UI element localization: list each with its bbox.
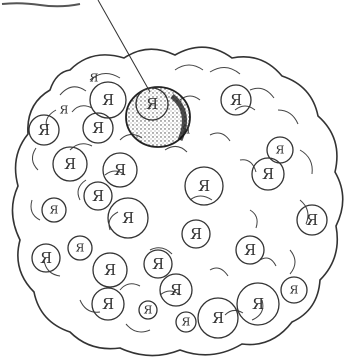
svg-text:Я: Я [90,72,99,85]
svg-text:Я: Я [114,161,126,179]
svg-text:Я: Я [50,204,59,217]
svg-text:Я: Я [182,316,191,329]
svg-text:Я: Я [122,209,134,227]
svg-text:Я: Я [60,104,69,117]
svg-text:Я: Я [92,187,104,205]
svg-text:Я: Я [252,295,264,313]
svg-text:Я: Я [76,242,85,255]
svg-text:Я: Я [262,165,274,183]
svg-text:Я: Я [290,284,299,297]
svg-text:Я: Я [170,281,182,299]
svg-text:Я: Я [38,121,50,139]
svg-text:Я: Я [102,295,114,313]
svg-text:Я: Я [40,249,52,267]
svg-text:Я: Я [104,261,116,279]
svg-text:Я: Я [102,91,114,109]
svg-text:Я: Я [144,304,153,317]
svg-text:Я: Я [212,309,224,327]
svg-text:Я: Я [92,119,104,137]
svg-text:Я: Я [276,144,285,157]
svg-text:Я: Я [244,241,256,259]
svg-text:Я: Я [306,211,318,229]
svg-text:Я: Я [230,91,242,109]
svg-text:Я: Я [198,177,210,195]
svg-text:Я: Я [190,225,202,243]
svg-text:Я: Я [152,255,164,273]
svg-text:Я: Я [64,155,76,173]
pointer-line [98,0,150,92]
svg-text:Я: Я [182,124,191,137]
cropped-caption-fragment [2,3,80,6]
svg-text:Я: Я [146,95,158,113]
